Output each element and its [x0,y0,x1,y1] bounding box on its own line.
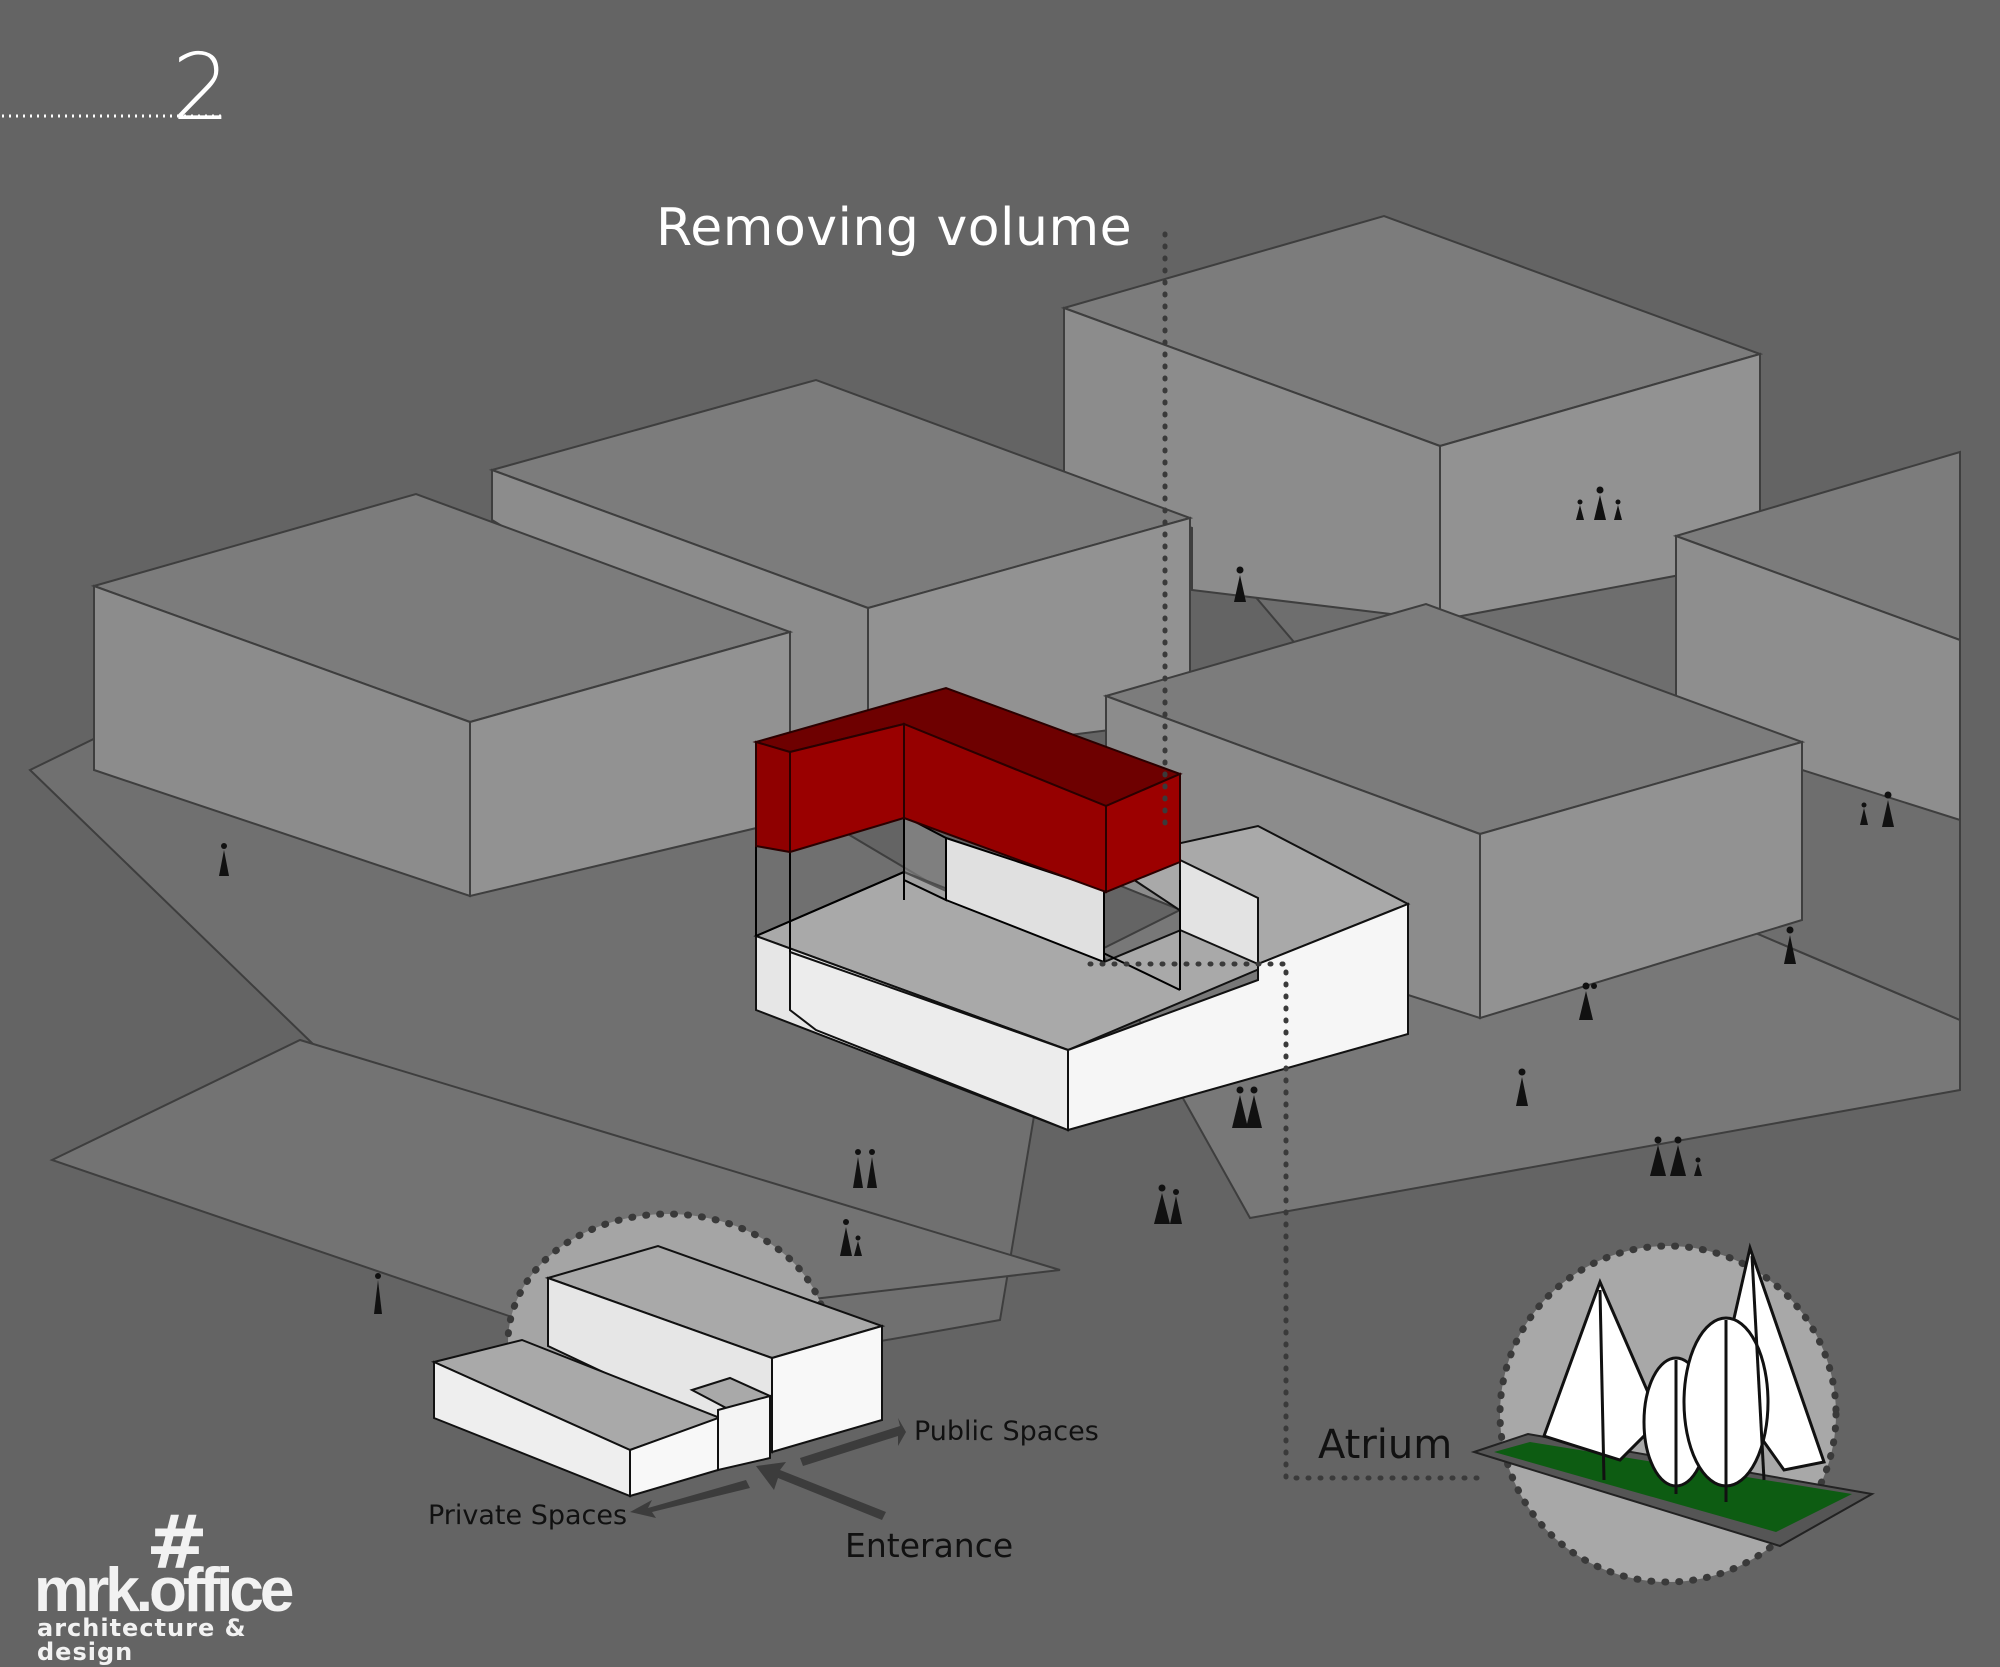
massing-inset [430,1210,906,1520]
removed-volume [752,686,1183,894]
logo-name: mrk.office [34,1556,294,1625]
logo-hash-icon: # [146,1500,209,1586]
logo-tagline: architecture & design [37,1614,247,1666]
arrow-icon [630,1418,906,1520]
entrance-label: Enterance [845,1526,1014,1565]
atrium-inset [1470,1242,1875,1586]
public-spaces-label: Public Spaces [914,1416,1099,1447]
private-spaces-label: Private Spaces [428,1500,628,1531]
atrium-label: Atrium [1318,1422,1453,1468]
removed-volume-outline [755,814,1181,991]
step-number: 2 [172,34,231,141]
leader-lines [1087,231,1481,1481]
tree-icon [1542,1242,1826,1502]
building-left [90,492,794,898]
diagram-title: Removing volume [656,198,1133,258]
person-silhouette-icon [219,486,1894,1314]
ground-plane-bottom-left [49,1038,1061,1332]
